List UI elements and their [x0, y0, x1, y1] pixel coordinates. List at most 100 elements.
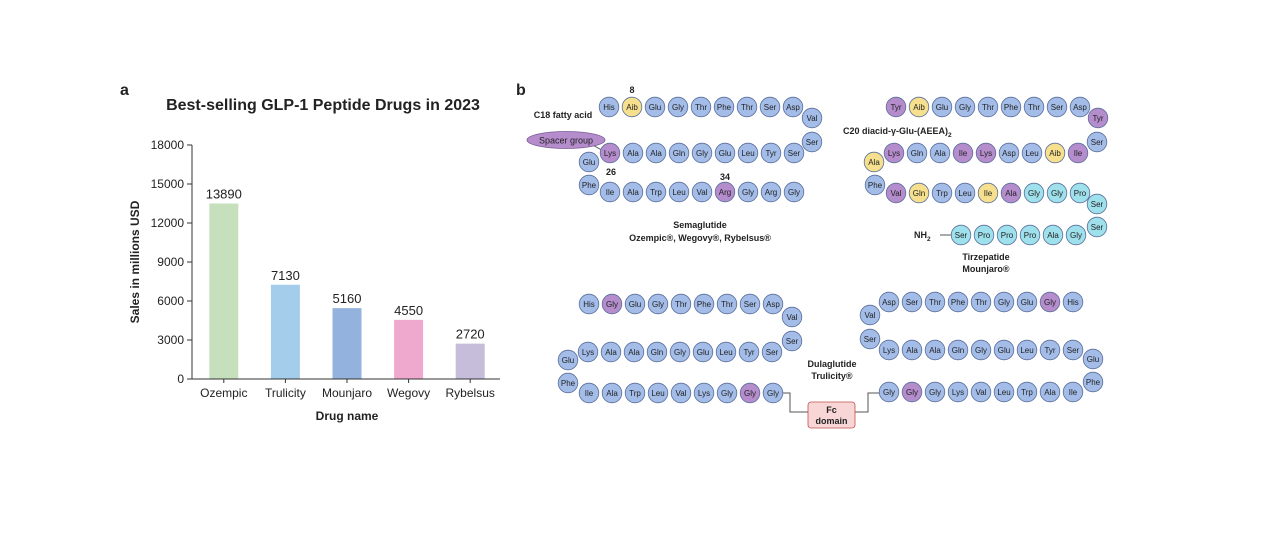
residue-label: Gln [911, 149, 923, 158]
residue-bead: Ala [622, 142, 644, 164]
residue-label: Ala [606, 389, 618, 398]
residue-bead: Phe [947, 291, 969, 313]
residue-label: Gly [674, 348, 686, 357]
bars: 13890Ozempic7130Trulicity5160Mounjaro455… [200, 187, 495, 401]
residue-label: Ser [806, 138, 819, 147]
residue-label: Ser [1067, 346, 1080, 355]
residue-bead: Asp [878, 291, 900, 313]
residue-label: Gly [1044, 298, 1056, 307]
x-tick-label: Mounjaro [322, 386, 372, 400]
residue-bead: Glu [644, 96, 666, 118]
residue-circle [578, 151, 600, 173]
residue-bead: Gly [901, 381, 923, 403]
residue-label: Ser [788, 149, 801, 158]
residue-bead: Trp [645, 181, 667, 203]
residue-circle [714, 181, 736, 203]
panel-a-label: a [120, 82, 129, 99]
residue-label: Asp [786, 103, 800, 112]
residue-circle [975, 142, 997, 164]
residue-circle [952, 142, 974, 164]
residue-circle [1044, 142, 1066, 164]
residue-bead: Gly [691, 142, 713, 164]
residue-label: Asp [1002, 149, 1016, 158]
residue-label: Gly [606, 300, 618, 309]
residue-circle [600, 341, 622, 363]
residue-label: Ser [1091, 138, 1104, 147]
residue-circle [668, 181, 690, 203]
residue-bead: Glu [993, 339, 1015, 361]
residue-label: Ile [959, 149, 968, 158]
residue-bead: Gly [667, 96, 689, 118]
residue-bead: Phe [578, 174, 600, 196]
residue-circle [578, 174, 600, 196]
residue-circle [954, 96, 976, 118]
residue-label: Gly [767, 389, 779, 398]
x-tick-label: Wegovy [387, 386, 430, 400]
residue-label: Thr [982, 103, 994, 112]
residue-circle [1087, 107, 1109, 129]
tirz-brands: Mounjaro® [962, 264, 1009, 274]
residue-bead: Gly [993, 291, 1015, 313]
residue-circle [924, 339, 946, 361]
residue-bead: Asp [1069, 96, 1091, 118]
residue-circle [716, 382, 738, 404]
residue-label: Ala [605, 348, 617, 357]
residue-label: Phe [717, 103, 732, 112]
residue-circle [714, 142, 736, 164]
residue-bead: Gly [924, 381, 946, 403]
residue-circle [1023, 182, 1045, 204]
residue-circle [577, 341, 599, 363]
residue-circle [667, 96, 689, 118]
y-axis-label: Sales in millions USD [128, 200, 142, 323]
residue-bead: Leu [737, 142, 759, 164]
residue-circle [736, 96, 758, 118]
residue-label: Leu [741, 149, 754, 158]
residue-bead: Pro [973, 224, 995, 246]
residue-label: Ala [906, 346, 918, 355]
residue-circle [1086, 216, 1108, 238]
residue-bead: Arg [760, 181, 782, 203]
residue-label: Glu [719, 149, 731, 158]
residue-circle [762, 382, 784, 404]
residue-bead: Gly [1039, 291, 1061, 313]
residue-bead: Ile [1062, 381, 1084, 403]
residue-label: Gly [721, 389, 733, 398]
residue-circle [1086, 131, 1108, 153]
residue-bead: Thr [716, 293, 738, 315]
residue-bead: Ser [801, 131, 823, 153]
residue-label: Gln [651, 348, 663, 357]
residue-bead: Ala [645, 142, 667, 164]
residue-label: Val [865, 311, 876, 320]
residue-label: Leu [997, 388, 1010, 397]
residue-circle [713, 96, 735, 118]
residue-label: Gly [883, 388, 895, 397]
residue-bead: Ser [1086, 216, 1108, 238]
residue-circle [737, 181, 759, 203]
residue-bead: Ala [924, 339, 946, 361]
residue-circle [901, 339, 923, 361]
residue-bead: Tyr [738, 341, 760, 363]
residue-bead: Ser [783, 142, 805, 164]
residue-label: Lys [698, 389, 710, 398]
residue-circle [1000, 96, 1022, 118]
residue-bead: Trp [624, 382, 646, 404]
residue-circle [601, 293, 623, 315]
residue-bead: His [578, 293, 600, 315]
residue-circle [622, 181, 644, 203]
residue-label: Ile [984, 189, 993, 198]
residue-bead: Ser [1062, 339, 1084, 361]
residue-circle [1086, 193, 1108, 215]
residue-bead: Ala [929, 142, 951, 164]
sema-pos-26: 26 [606, 167, 616, 177]
residue-bead: Phe [1082, 371, 1104, 393]
residue-label: Phe [561, 379, 576, 388]
residue-label: Ser [744, 300, 757, 309]
residue-bead: Tyr [760, 142, 782, 164]
residue-circle [924, 381, 946, 403]
residue-label: Ala [627, 188, 639, 197]
residue-label: Pro [978, 231, 991, 240]
tirz-name: Tirzepatide [962, 252, 1009, 262]
residue-bead: Gly [954, 96, 976, 118]
tirz-diacid-label: C20 diacid-γ-Glu-(AEEA)2 [843, 126, 952, 139]
residue-circle [901, 291, 923, 313]
